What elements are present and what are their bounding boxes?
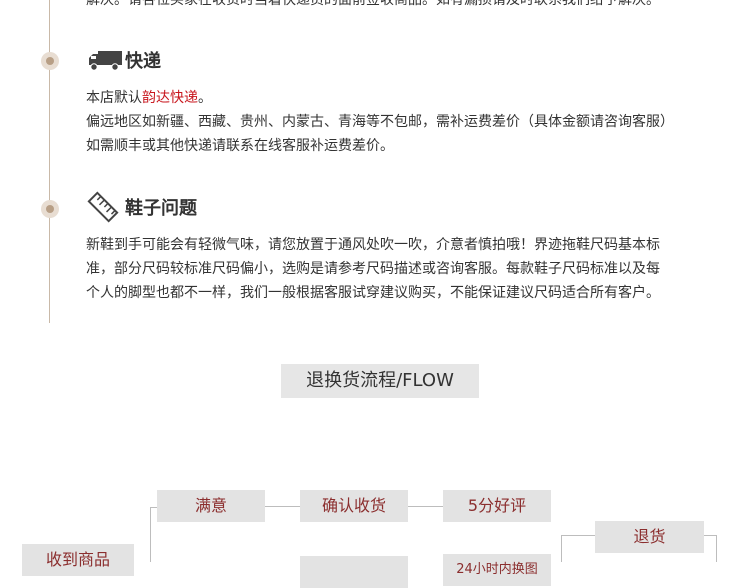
- flow-box-received: 收到商品: [22, 544, 134, 576]
- flow-title: 退换货流程/FLOW: [281, 364, 479, 398]
- express-default-prefix: 本店默认: [86, 90, 142, 106]
- flow-connector: [150, 507, 151, 562]
- flow-box-five-star: 5分好评: [443, 490, 551, 522]
- truck-icon: [88, 50, 124, 76]
- timeline-dot: [41, 52, 59, 70]
- flow-connector: [561, 535, 562, 562]
- flow-connector: [150, 507, 158, 508]
- section-title-express: 快递: [125, 51, 161, 72]
- section-title-shoe-issues: 鞋子问题: [125, 198, 197, 219]
- flow-box-return: 退货: [595, 521, 704, 553]
- flow-box-satisfied: 满意: [157, 490, 265, 522]
- flow-connector: [716, 535, 717, 562]
- flow-connector: [408, 506, 444, 507]
- timeline-dot: [41, 200, 59, 218]
- flow-box-lower-blank: [300, 556, 408, 588]
- express-line-3: 如需顺丰或其他快递请联系在线客服补运费差价。: [86, 138, 394, 154]
- shoe-line-2: 准，部分尺码较标准尺码偏小，选购是请参考尺码描述或咨询客服。每款鞋子尺码标准以及…: [86, 261, 660, 277]
- flow-connector: [704, 535, 717, 536]
- express-line-1: 本店默认韵达快递。: [86, 86, 212, 110]
- express-line-2: 偏远地区如新疆、西藏、贵州、内蒙古、青海等不包邮，需补运费差价（具体金额请咨询客…: [86, 114, 674, 130]
- flow-connector: [561, 535, 596, 536]
- express-carrier-highlight: 韵达快递: [142, 90, 198, 106]
- ruler-icon: [86, 190, 120, 228]
- express-default-suffix: 。: [198, 90, 212, 106]
- flow-connector: [265, 506, 301, 507]
- top-notice-text: 解决。请各位买家在收货时当着快递员的面前签收商品。如有漏损请及时联系我们给予解决…: [86, 0, 660, 8]
- shoe-line-3: 个人的脚型也都不一样，我们一般根据客服试穿建议购买，不能保证建议尺码适合所有客户…: [86, 285, 660, 301]
- shoe-line-1: 新鞋到手可能会有轻微气味，请您放置于通风处吹一吹，介意者慎拍哦！界迹拖鞋尺码基本…: [86, 237, 660, 253]
- flow-box-apply-24h: 24小时内换图: [443, 554, 551, 586]
- flow-box-confirm-receipt: 确认收货: [300, 490, 408, 522]
- timeline-line: [49, 0, 50, 323]
